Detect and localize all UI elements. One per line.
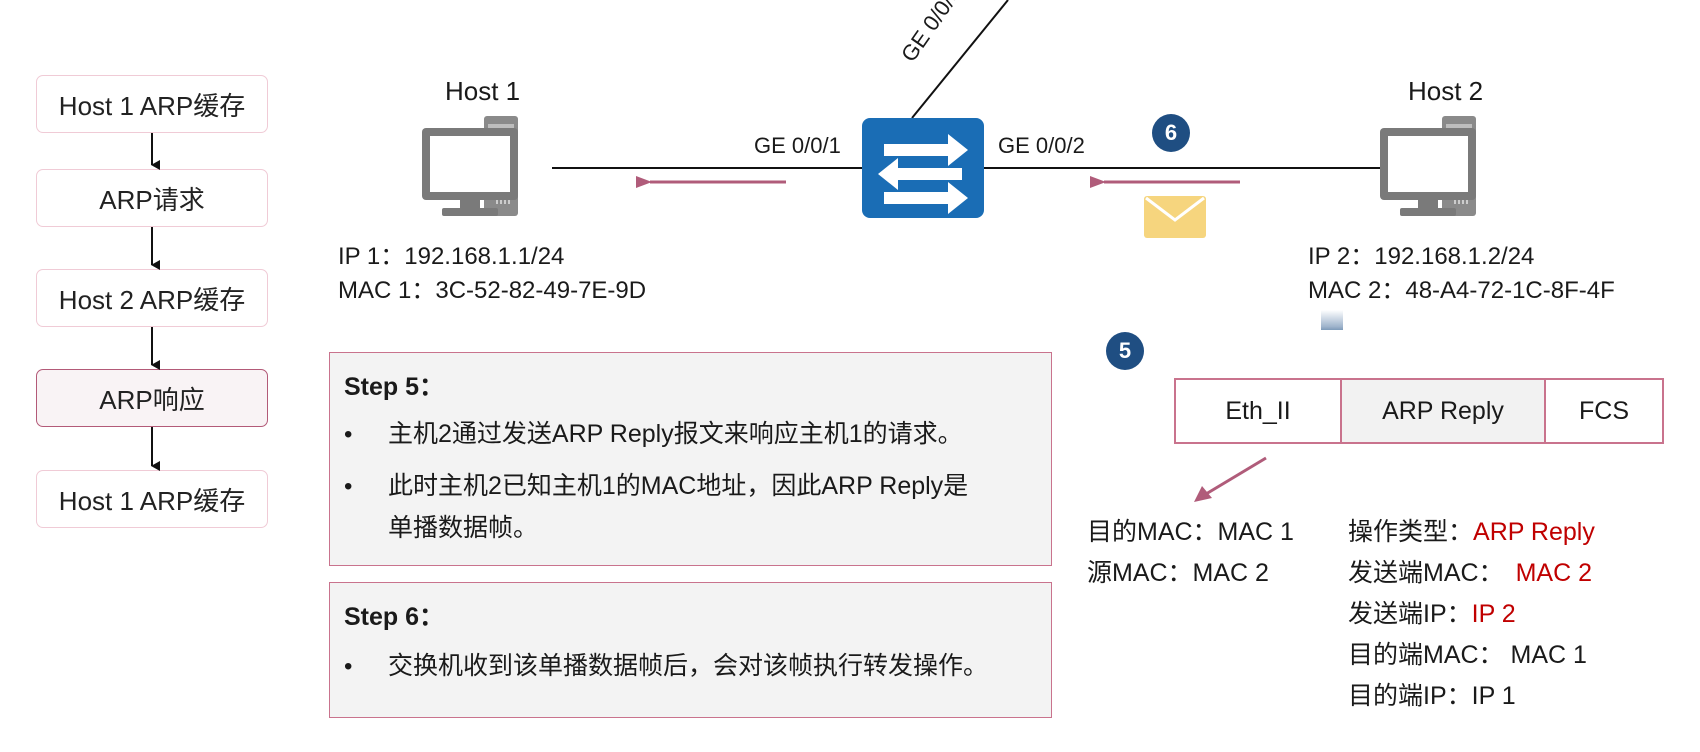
down-arrow-icon bbox=[1321, 310, 1343, 330]
arp-sender-ip-label: 发送端IP： bbox=[1348, 600, 1472, 628]
port-label-right: GE 0/0/2 bbox=[998, 133, 1085, 158]
eth-src-mac: 源MAC：MAC 2 bbox=[1087, 559, 1269, 587]
arp-sender-ip: 发送端IP：IP 2 bbox=[1348, 594, 1516, 630]
step5-bullet-2: 此时主机2已知主机1的MAC地址，因此ARP Reply是 bbox=[388, 472, 969, 500]
link-switch-up bbox=[911, 0, 1009, 119]
host2-label: Host 2 bbox=[1408, 76, 1484, 106]
step6-title: Step 6： bbox=[344, 603, 445, 631]
arp-op-label: 操作类型： bbox=[1348, 518, 1474, 546]
host1-ip: IP 1：192.168.1.1/24 bbox=[338, 243, 565, 270]
step5-bullet-2-cont: 单播数据帧。 bbox=[388, 514, 539, 542]
step5-bullet-1: 主机2通过发送ARP Reply报文来响应主机1的请求。 bbox=[388, 420, 963, 448]
envelope-icon bbox=[1144, 196, 1206, 238]
frame-cell-eth: Eth_II bbox=[1176, 380, 1342, 442]
flow-step-arp-response: ARP响应 bbox=[36, 369, 268, 427]
step5-panel: Step 5： • 主机2通过发送ARP Reply报文来响应主机1的请求。 •… bbox=[329, 352, 1052, 566]
host1-computer-icon bbox=[422, 116, 518, 216]
port-label-left: GE 0/0/1 bbox=[754, 133, 841, 158]
frame-cell-arp-reply: ARP Reply bbox=[1342, 380, 1546, 442]
arp-target-ip: 目的端IP：IP 1 bbox=[1348, 682, 1516, 710]
host2-computer-icon bbox=[1380, 116, 1476, 216]
arp-target-mac: 目的端MAC： MAC 1 bbox=[1348, 641, 1587, 669]
bullet-icon: • bbox=[344, 473, 353, 500]
step-badge-6: 6 bbox=[1152, 114, 1190, 152]
switch-icon bbox=[862, 118, 984, 218]
flow-step-host1-cache: Host 1 ARP缓存 bbox=[36, 75, 268, 133]
step-badge-5: 5 bbox=[1106, 332, 1144, 370]
step6-bullet-1: 交换机收到该单播数据帧后，会对该帧执行转发操作。 bbox=[388, 652, 989, 680]
ethernet-frame: Eth_II ARP Reply FCS bbox=[1174, 378, 1664, 444]
frame-cell-fcs: FCS bbox=[1579, 396, 1629, 425]
host2-mac: MAC 2：48-A4-72-1C-8F-4F bbox=[1308, 277, 1615, 304]
host2-ip: IP 2：192.168.1.2/24 bbox=[1308, 243, 1535, 270]
flow-arrows bbox=[151, 133, 160, 471]
eth-pointer-arrow bbox=[1194, 456, 1267, 502]
arp-op-value: ARP Reply bbox=[1473, 518, 1595, 546]
bullet-icon: • bbox=[344, 653, 353, 680]
flow-step-host1-cache-final: Host 1 ARP缓存 bbox=[36, 470, 268, 528]
bullet-icon: • bbox=[344, 421, 353, 448]
network-topology bbox=[422, 0, 1476, 330]
step6-panel: Step 6： • 交换机收到该单播数据帧后，会对该帧执行转发操作。 bbox=[329, 582, 1052, 718]
flow-step-arp-request: ARP请求 bbox=[36, 169, 268, 227]
eth-dst-mac: 目的MAC：MAC 1 bbox=[1087, 518, 1294, 546]
arp-sender-mac: 发送端MAC： MAC 2 bbox=[1348, 553, 1592, 589]
arp-sender-mac-value: MAC 2 bbox=[1515, 559, 1592, 587]
host1-label: Host 1 bbox=[445, 76, 521, 106]
host1-mac: MAC 1：3C-52-82-49-7E-9D bbox=[338, 277, 647, 304]
flow-step-host2-cache: Host 2 ARP缓存 bbox=[36, 269, 268, 327]
arp-sender-ip-value: IP 2 bbox=[1471, 600, 1516, 628]
step5-title: Step 5： bbox=[344, 373, 445, 401]
arp-op-type: 操作类型：ARP Reply bbox=[1348, 512, 1595, 548]
arp-sender-mac-label: 发送端MAC： bbox=[1348, 559, 1504, 587]
